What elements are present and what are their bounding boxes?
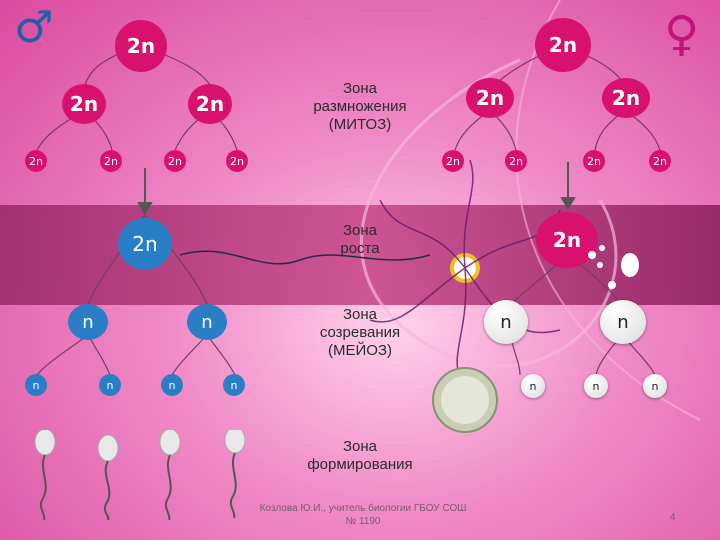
female-level3-cell: 2n (505, 150, 527, 172)
zone-growth-label: Зона роста (340, 222, 380, 257)
female-root-cell: 2n (535, 18, 591, 72)
female-level2-cell: 2n (466, 78, 514, 118)
female-level3-cell: 2n (583, 150, 605, 172)
sperm-cells (34, 430, 246, 520)
zone-maturation-label: Зона созревания (МЕЙОЗ) (319, 306, 401, 359)
male-root-cell: 2n (115, 20, 167, 72)
footer-author: Козлова Ю.И., учитель биологии ГБОУ СОШ … (259, 503, 467, 527)
female-symbol-icon: ♀ (664, 6, 700, 62)
female-growth-cell: 2n (536, 212, 598, 268)
female-meiosis1-cell: n (484, 300, 528, 344)
female-meiosis1-cell: n (600, 300, 646, 344)
male-meiosis2-cell: n (161, 374, 183, 396)
male-growth-cell: 2n (118, 218, 172, 270)
female-level3-cell: 2n (442, 150, 464, 172)
sperm-icon (224, 430, 246, 519)
male-meiosis1-cell: n (68, 304, 108, 340)
male-meiosis2-cell: n (99, 374, 121, 396)
male-meiosis2-cell: n (223, 374, 245, 396)
zone-reproduction-label: Зона размножения (МИТОЗ) (313, 80, 407, 133)
zone-formation-label: Зона формирования (307, 438, 413, 473)
male-level3-cell: 2n (226, 150, 248, 172)
female-level2-cell: 2n (602, 78, 650, 118)
male-level3-cell: 2n (100, 150, 122, 172)
polar-bodies (588, 245, 639, 289)
male-level3-cell: 2n (164, 150, 186, 172)
male-level2-cell: 2n (188, 84, 232, 124)
sperm-icon (159, 430, 181, 520)
page-number: 4 (670, 512, 676, 523)
female-meiosis2-cell: n (643, 374, 667, 398)
male-meiosis2-cell: n (25, 374, 47, 396)
sperm-icon (34, 430, 56, 520)
male-level2-cell: 2n (62, 84, 106, 124)
female-meiosis2-cell: n (584, 374, 608, 398)
male-symbol-icon: ♂ (14, 2, 54, 53)
male-meiosis1-cell: n (187, 304, 227, 340)
female-level3-cell: 2n (649, 150, 671, 172)
male-level3-cell: 2n (25, 150, 47, 172)
female-meiosis2-cell: n (521, 374, 545, 398)
sperm-icon (97, 434, 119, 520)
